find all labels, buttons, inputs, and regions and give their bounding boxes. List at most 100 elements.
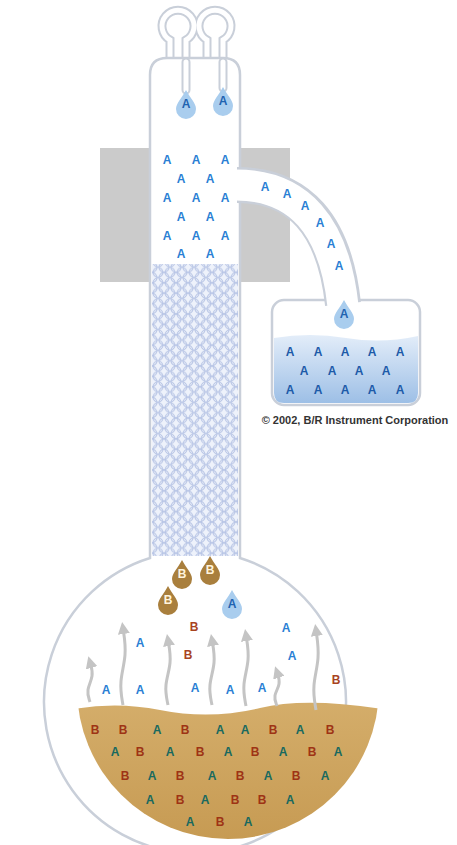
drip-tip xyxy=(186,62,223,90)
component-letter: A xyxy=(219,95,228,107)
flask-liquid xyxy=(60,703,400,845)
component-letter: A xyxy=(163,230,172,242)
component-letter: A xyxy=(192,230,201,242)
side-arm xyxy=(236,185,343,306)
vapor-arrows xyxy=(88,628,318,710)
component-letter: A xyxy=(382,365,391,377)
droplet-a xyxy=(334,300,354,329)
component-letter: A xyxy=(177,211,186,223)
component-letter: A xyxy=(288,650,297,662)
component-letter: B xyxy=(181,724,190,736)
component-letter: A xyxy=(286,794,295,806)
component-letter: A xyxy=(282,622,291,634)
component-letter: A xyxy=(279,746,288,758)
column-packing xyxy=(152,264,238,556)
component-letter: A xyxy=(328,365,337,377)
component-letter: A xyxy=(177,173,186,185)
component-letter: A xyxy=(192,192,201,204)
component-letter: A xyxy=(206,173,215,185)
component-letter: A xyxy=(148,770,157,782)
vapor-arrow xyxy=(88,662,92,702)
component-letter: B xyxy=(184,649,193,661)
component-letter: A xyxy=(368,346,377,358)
vapor-arrow xyxy=(210,640,214,705)
component-letter: A xyxy=(206,211,215,223)
component-letter: B xyxy=(119,724,128,736)
component-letter: A xyxy=(321,770,330,782)
component-letter: A xyxy=(340,308,349,320)
component-letter: B xyxy=(332,674,341,686)
component-letter: A xyxy=(186,816,195,828)
component-letter: B xyxy=(178,568,187,580)
component-letter: A xyxy=(221,192,230,204)
component-letter: A xyxy=(111,746,120,758)
component-letter: A xyxy=(396,346,405,358)
vapor-arrow xyxy=(314,630,318,710)
component-letter: A xyxy=(182,98,191,110)
component-letter: A xyxy=(166,746,175,758)
component-letter: B xyxy=(231,794,240,806)
component-letter: A xyxy=(102,684,111,696)
vapor-arrow xyxy=(121,628,125,705)
component-letter: A xyxy=(300,365,309,377)
copyright-notice: © 2002, B/R Instrument Corporation xyxy=(262,415,449,426)
component-letter: A xyxy=(334,746,343,758)
component-letter: A xyxy=(221,154,230,166)
component-letter: A xyxy=(335,260,344,272)
drops xyxy=(158,87,354,619)
component-letter: A xyxy=(191,682,200,694)
component-letter: B xyxy=(121,770,130,782)
component-letter: B xyxy=(251,746,260,758)
component-letter: A xyxy=(201,794,210,806)
droplet-a xyxy=(222,590,242,619)
component-letter: A xyxy=(146,794,155,806)
component-letter: B xyxy=(196,746,205,758)
component-letter: A xyxy=(221,230,230,242)
component-letter: A xyxy=(224,746,233,758)
component-letter: A xyxy=(241,724,250,736)
component-letter: B xyxy=(308,746,317,758)
component-letter: A xyxy=(261,181,270,193)
component-letter: B xyxy=(258,794,267,806)
component-letter: A xyxy=(163,154,172,166)
component-letter: A xyxy=(327,238,336,250)
component-letter: B xyxy=(236,770,245,782)
droplet-a xyxy=(213,87,233,116)
droplet-a xyxy=(176,90,196,119)
component-letter: B xyxy=(206,564,215,576)
component-letter: A xyxy=(228,598,237,610)
component-letter: B xyxy=(164,594,173,606)
component-letter: A xyxy=(286,384,295,396)
component-letter: A xyxy=(355,365,364,377)
component-letter: A xyxy=(206,248,215,260)
component-letter: A xyxy=(163,192,172,204)
receiver-flask xyxy=(272,300,420,405)
component-letter: A xyxy=(283,188,292,200)
vapor-arrow xyxy=(166,640,170,705)
component-letter: B xyxy=(190,621,199,633)
component-letter: B xyxy=(176,794,185,806)
component-letter: A xyxy=(341,384,350,396)
component-letter: B xyxy=(326,724,335,736)
component-letter: B xyxy=(91,724,100,736)
component-letter: A xyxy=(341,346,350,358)
droplet-b xyxy=(158,586,178,615)
component-letter: A xyxy=(136,684,145,696)
component-letter: A xyxy=(226,684,235,696)
component-letter: A xyxy=(314,384,323,396)
component-letter: A xyxy=(153,724,162,736)
drip-tip xyxy=(186,62,223,90)
component-letter: A xyxy=(258,682,267,694)
droplet-b xyxy=(200,556,220,585)
component-letter: B xyxy=(216,816,225,828)
component-letter: A xyxy=(264,770,273,782)
component-letter: A xyxy=(316,217,325,229)
component-letter: B xyxy=(176,770,185,782)
vapor-arrow xyxy=(244,635,248,706)
distillate xyxy=(274,335,418,403)
component-letter: A xyxy=(244,816,253,828)
component-letter: A xyxy=(368,384,377,396)
droplet-b xyxy=(172,560,192,589)
component-letter: A xyxy=(314,346,323,358)
